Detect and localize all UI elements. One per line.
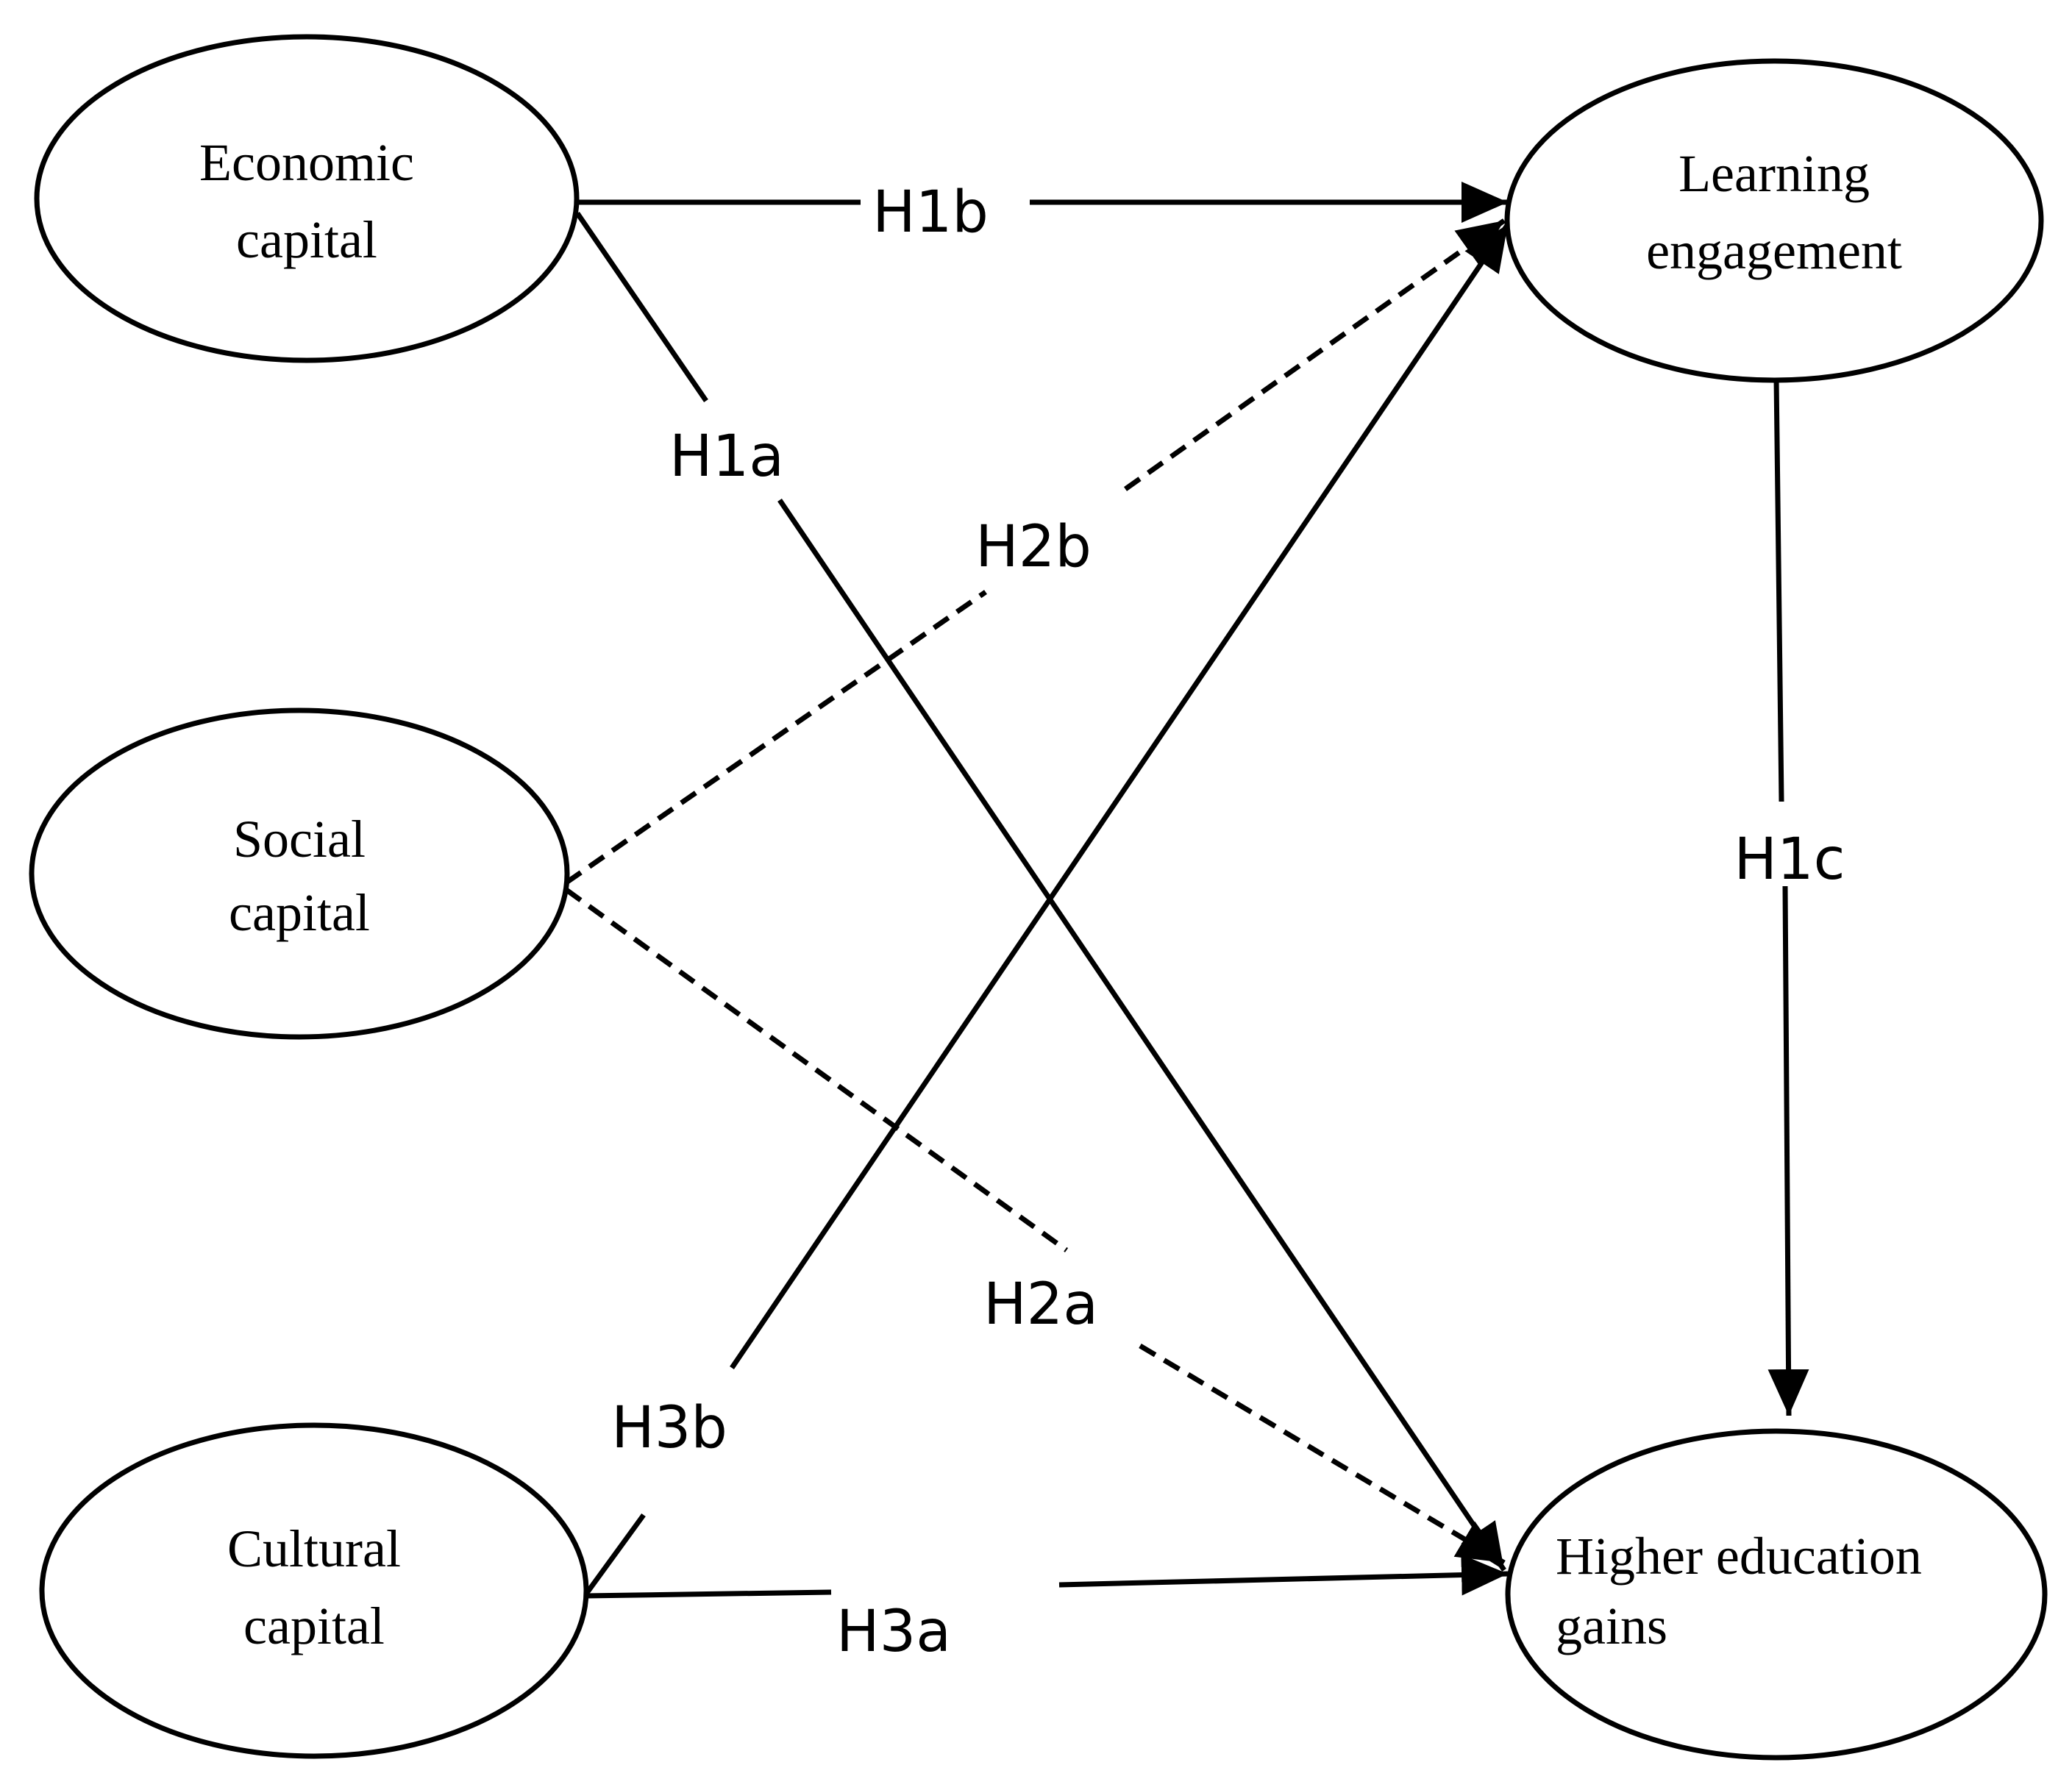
learning-engagement-label-line2: engagement <box>1646 221 1902 280</box>
edge-h3a <box>584 1589 832 1599</box>
economic-capital-label-line2: capital <box>236 210 377 269</box>
cultural-capital-ellipse <box>39 1422 589 1759</box>
edge-h3b <box>583 1513 646 1598</box>
edge-h2b-head <box>1123 218 1506 491</box>
higher-education-gains-ellipse <box>1505 1428 2048 1761</box>
economic-capital-label-line1: Economic <box>199 133 414 192</box>
cultural-capital-label-line2: capital <box>243 1597 385 1655</box>
edge-h1c-head <box>1767 885 1809 1416</box>
higher-education-gains-label-line1: Higher education <box>1556 1527 1922 1586</box>
label-h2a: H2a <box>983 1272 1098 1338</box>
higher-education-gains-label-line2: gains <box>1556 1597 1667 1655</box>
edge-h1c <box>1773 378 1784 802</box>
label-h3b: H3b <box>611 1395 727 1461</box>
label-h1b: H1b <box>872 179 989 246</box>
label-h1a: H1a <box>669 424 784 490</box>
edge-h1a-head <box>777 499 1506 1572</box>
social-capital-ellipse <box>29 707 570 1040</box>
edge-h2a-head <box>1139 1343 1506 1566</box>
label-h2b: H2b <box>975 514 1092 580</box>
node-learning-engagement: Learning engagement <box>1504 58 2044 383</box>
social-capital-label-line2: capital <box>229 883 370 942</box>
economic-capital-ellipse <box>34 34 580 363</box>
node-social-capital: Social capital <box>29 707 570 1040</box>
edge-h2a <box>564 888 1069 1252</box>
label-h1c: H1c <box>1734 827 1845 893</box>
label-h3a: H3a <box>836 1599 951 1665</box>
edge-h2b <box>565 590 987 885</box>
hypothesis-labels: H1b H1a H2b H1c H2a H3b H3a <box>611 179 1845 1665</box>
social-capital-label-line1: Social <box>233 810 366 869</box>
node-cultural-capital: Cultural capital <box>39 1422 589 1759</box>
edge-h3b-head <box>730 223 1510 1369</box>
edge-h1a <box>575 212 708 402</box>
learning-engagement-ellipse <box>1504 58 2044 383</box>
edge-h3a-head <box>1058 1554 1509 1596</box>
node-higher-education-gains: Higher education gains <box>1505 1428 2048 1761</box>
edges <box>564 182 1809 1599</box>
learning-engagement-label-line1: Learning <box>1678 144 1870 203</box>
cultural-capital-label-line1: Cultural <box>227 1519 401 1578</box>
node-economic-capital: Economic capital <box>34 34 580 363</box>
